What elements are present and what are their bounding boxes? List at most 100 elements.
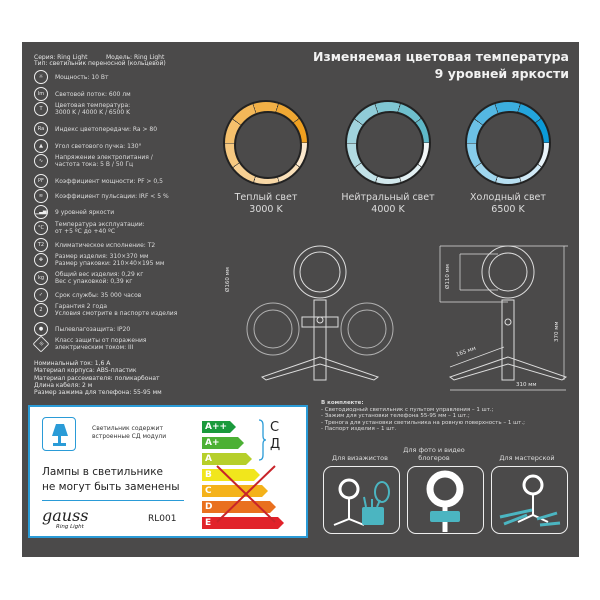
brand-subtitle: Ring Light — [56, 524, 84, 530]
spec-line: Световой поток: 600 лм — [55, 90, 131, 98]
energy-class-A++: A++ — [202, 421, 236, 433]
spec-line: Климатическое исполнение: T2 — [55, 241, 156, 249]
product-info-panel: Серия: Ring Light Модель: Ring Light Тип… — [22, 42, 579, 557]
lifetime-icon: ✓ — [34, 288, 48, 302]
spec-line: 3000 K / 4000 K / 6500 K — [55, 109, 131, 116]
brightness-levels-icon: ▁▃▅ — [34, 205, 48, 219]
protection-class-icon: III — [32, 335, 50, 353]
brand-logo: gauss — [42, 506, 89, 525]
mode-name: Теплый свет — [234, 192, 298, 203]
energy-class-A+: A+ — [202, 437, 244, 449]
use-label: Для мастерской — [499, 454, 555, 462]
spec-text: Напряжение электропитания /частота тока:… — [55, 154, 153, 168]
spec-text: Климатическое исполнение: T2 — [55, 242, 155, 249]
spec-line: от +5 ºС до +40 ºС — [55, 228, 116, 235]
height-label: 370 мм — [554, 321, 560, 342]
spec-line: Мощность: 10 Вт — [55, 73, 109, 81]
rotation-diagram — [246, 245, 394, 381]
color-ring-2 — [345, 100, 431, 186]
spec-line: Размер изделия: 310×370 мм — [55, 253, 149, 260]
spec-text: Температура эксплуатации:от +5 ºС до +40… — [55, 221, 145, 235]
climate-icon: T2 — [34, 238, 48, 252]
spec-item: ● Пылевлагозащита: IP20 — [34, 322, 130, 336]
spec-line: Напряжение электропитания / — [55, 154, 153, 161]
spec-text: Мощность: 10 Вт — [55, 74, 109, 81]
led-modules-text: Светильник содержит встроенные СД модули — [92, 425, 167, 440]
spec-line: Цветовая температура: — [55, 102, 131, 109]
spec-line: Срок службы: 35 000 часов — [55, 291, 142, 299]
spec-item: ▁▃▅ 9 уровней яркости — [34, 205, 114, 219]
compatibility-classes: С Д — [270, 419, 280, 453]
energy-class-D: D — [202, 501, 276, 513]
kit-item: - Тренога для установки светильника на р… — [321, 419, 525, 426]
mode-temp: 4000 K — [371, 204, 405, 215]
spec-line: Пылевлагозащита: IP20 — [55, 325, 131, 333]
spec-text: Коэффициент пульсации: IRF < 5 % — [55, 193, 169, 200]
outer-diameter-label: Ø160 мм — [225, 267, 231, 292]
spec-text: Световой поток: 600 лм — [55, 91, 131, 98]
dimension-diagrams — [246, 245, 568, 391]
color-ring-3 — [465, 100, 551, 186]
spec-line: 9 уровней яркости — [55, 208, 115, 216]
energy-label: Светильник содержит встроенные СД модули… — [28, 405, 308, 538]
spec-line: Гарантия 2 года — [55, 303, 108, 310]
kit-title: В комплекте: — [321, 400, 364, 406]
spec-line: Угол светового пучка: 130° — [55, 142, 142, 150]
ra-icon: Ra — [34, 122, 48, 136]
spec-item: °C Температура эксплуатации:от +5 ºС до +… — [34, 221, 145, 235]
temperature-icon: °C — [34, 221, 48, 235]
spec-text: Пылевлагозащита: IP20 — [55, 326, 130, 333]
bracket-icon — [258, 419, 266, 461]
spec-line: Класс защиты от поражения — [55, 337, 147, 344]
spec-item: ▲ Угол светового пучка: 130° — [34, 139, 142, 153]
blogger-use-card — [407, 466, 484, 534]
kit-item: - Паспорт изделия – 1 шт. — [321, 426, 397, 433]
footer-spec: Материал рассеивателя: поликарбонат — [34, 374, 160, 382]
type-text: Тип: светильник переносной (кольцевой) — [34, 60, 166, 67]
spec-text: Индекс цветопередачи: Ra > 80 — [55, 126, 157, 133]
spec-text: Коэффициент мощности: PF > 0,5 — [55, 178, 163, 185]
footer-spec: Номинальный ток: 1,6 А — [34, 360, 111, 367]
use-label: Для визажистов — [332, 454, 388, 462]
ip-icon: ● — [34, 322, 48, 336]
spec-item: Ra Индекс цветопередачи: Ra > 80 — [34, 122, 157, 136]
size-diagram — [439, 245, 568, 391]
warranty-icon: 2 — [34, 303, 48, 317]
spec-line: Вес с упаковкой: 0,39 кг — [55, 278, 133, 285]
kit-item: - Светодиодный светильник с пультом упра… — [321, 406, 494, 413]
mode-temp: 3000 K — [249, 204, 283, 215]
spec-item: ✓ Срок службы: 35 000 часов — [34, 288, 141, 302]
color-temperature-icon: T — [34, 102, 48, 116]
width-label: 310 мм — [516, 382, 537, 388]
lamp-icon — [42, 417, 76, 451]
divider — [42, 500, 184, 501]
spec-item: T2 Климатическое исполнение: T2 — [34, 238, 155, 252]
title-line: 9 уровней яркости — [434, 66, 569, 81]
makeup-use-card — [323, 466, 400, 534]
mode-name: Нейтральный свет — [341, 192, 435, 203]
spec-line: Условия смотрите в паспорте изделия — [55, 310, 178, 317]
footer-spec: Размер зажима для телефона: 55-95 мм — [34, 389, 162, 397]
cross-mark — [216, 465, 276, 523]
spec-text: Угол светового пучка: 130° — [55, 143, 142, 150]
mode-temp: 6500 K — [491, 204, 525, 215]
spec-line: Индекс цветопередачи: Ra > 80 — [55, 125, 158, 133]
spec-text: Цветовая температура:3000 K / 4000 K / 6… — [55, 102, 130, 116]
beam-angle-icon: ▲ — [34, 139, 48, 153]
spec-text: Срок службы: 35 000 часов — [55, 292, 141, 299]
model-text: Модель: Ring Light — [106, 54, 165, 61]
pulsation-icon: ≋ — [34, 189, 48, 203]
size-icon: ✥ — [34, 253, 48, 267]
title-line: Изменяемая цветовая температура — [312, 49, 569, 64]
